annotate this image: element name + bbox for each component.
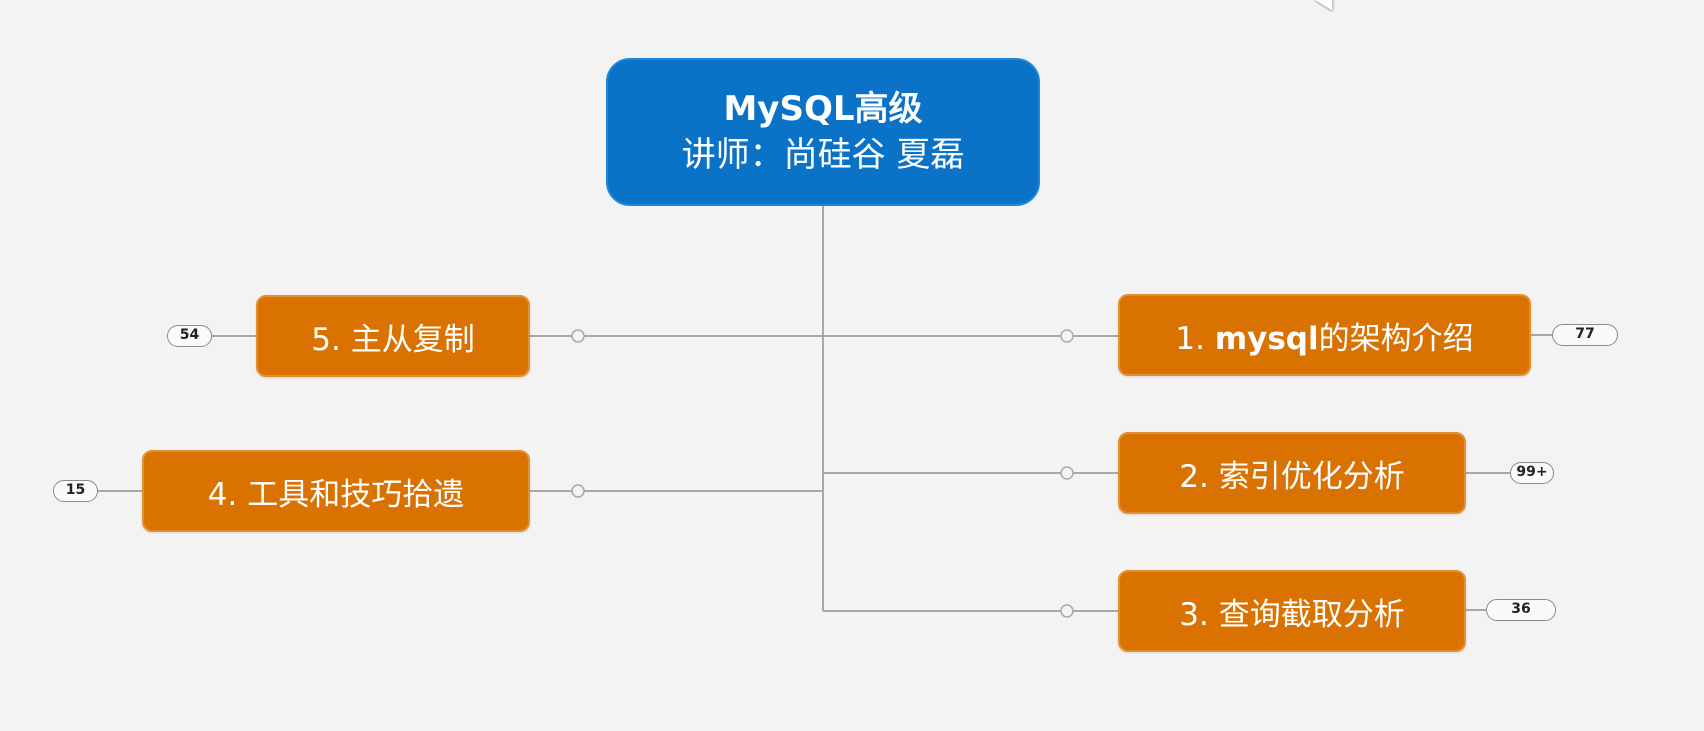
topic-index-optimization[interactable]: 2. 索引优化分析 — [1118, 432, 1466, 514]
central-topic-title: MySQL高级 — [723, 89, 923, 129]
subtopic-count-badge-5[interactable]: 54 — [167, 325, 212, 347]
collapse-handle-5 — [571, 329, 585, 343]
topic-tools-tips[interactable]: 4. 工具和技巧拾遗 — [142, 450, 530, 532]
topic-label: 5. 主从复制 — [311, 321, 475, 358]
subtopic-count-badge-2[interactable]: 99+ — [1510, 462, 1554, 484]
collapse-handle-2 — [1060, 466, 1074, 480]
subtopic-count-badge-4[interactable]: 15 — [53, 480, 98, 502]
collapse-handle-4 — [571, 484, 585, 498]
topic-label: 3. 查询截取分析 — [1179, 596, 1405, 633]
collapse-handle-1 — [1060, 329, 1074, 343]
collapse-handle-3 — [1060, 604, 1074, 618]
central-topic[interactable]: MySQL高级 讲师：尚硅谷 夏磊 — [606, 58, 1040, 206]
subtopic-count-badge-1[interactable]: 77 — [1552, 324, 1618, 346]
topic-replication[interactable]: 5. 主从复制 — [256, 295, 530, 377]
topic-label: 4. 工具和技巧拾遗 — [207, 476, 465, 513]
central-topic-subtitle: 讲师：尚硅谷 夏磊 — [681, 135, 965, 175]
topic-label: 2. 索引优化分析 — [1179, 458, 1405, 495]
topic-query-analysis[interactable]: 3. 查询截取分析 — [1118, 570, 1466, 652]
topic-label: 1. mysql的架构介绍 — [1175, 320, 1474, 357]
subtopic-count-badge-3[interactable]: 36 — [1486, 599, 1556, 621]
topic-architecture[interactable]: 1. mysql的架构介绍 — [1118, 294, 1531, 376]
